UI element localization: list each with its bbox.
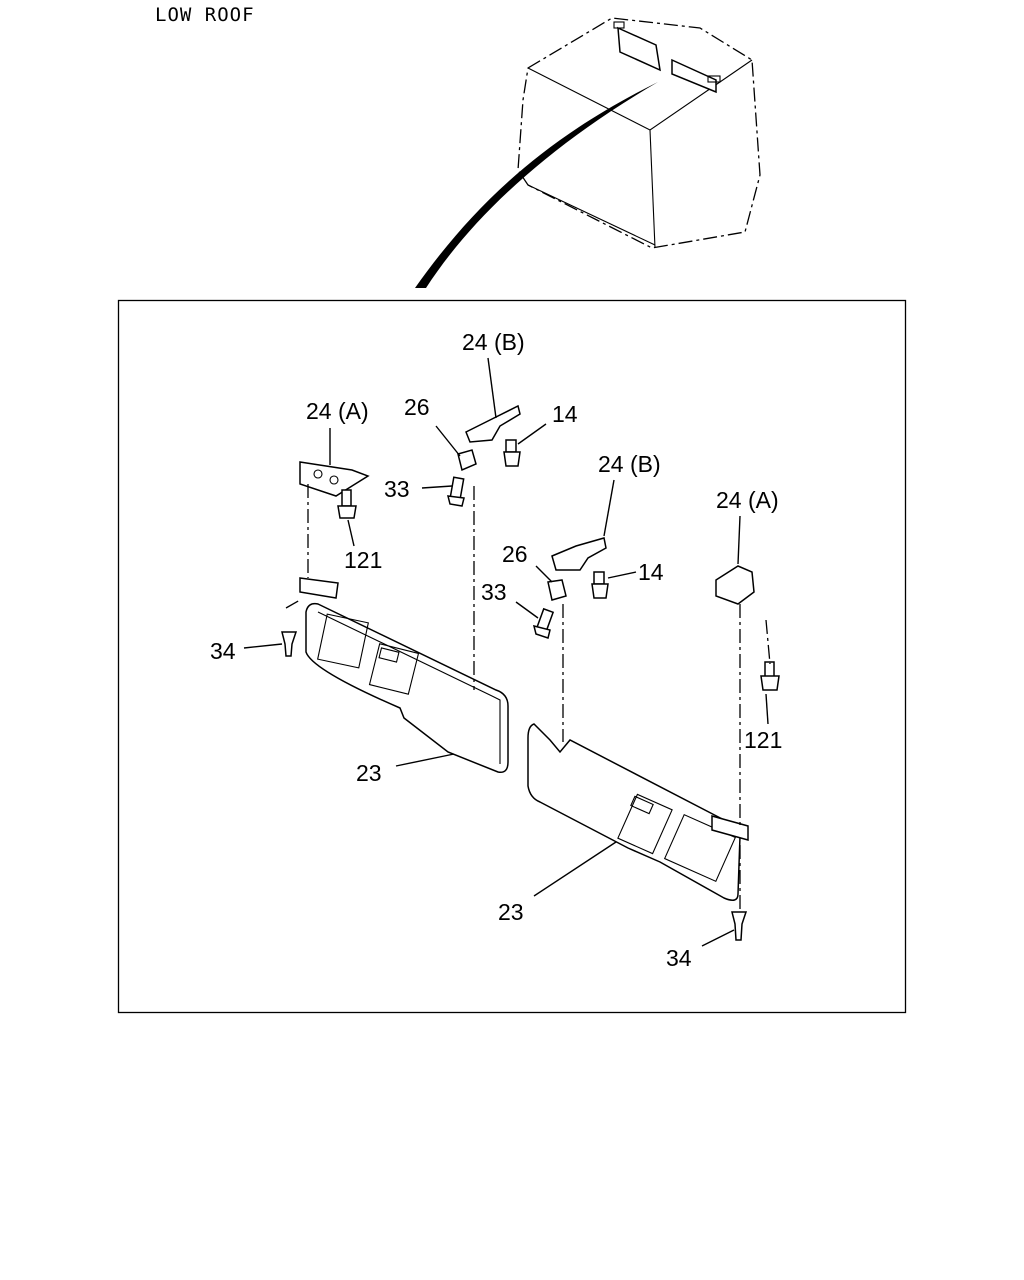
callout-33-upper: 33: [384, 476, 410, 502]
bracket-left-lower: [299, 577, 339, 599]
callout-24a-left: 24 (A): [306, 398, 369, 424]
bracket-24b-lower: [551, 537, 607, 571]
visor-right: [527, 723, 741, 901]
leader-lines: [243, 357, 769, 947]
callout-24b-upper: 24 (B): [462, 329, 525, 355]
callout-labels: 24 (B) 24 (A) 26 14 33 121 24 (B) 24 (A)…: [210, 329, 782, 971]
assembly-lines: [285, 484, 771, 912]
callout-26-upper: 26: [404, 394, 430, 420]
callout-14-upper: 14: [552, 401, 578, 427]
bracket-24a-left: [299, 461, 370, 497]
fasteners: [281, 439, 780, 941]
bracket-right-lower: [711, 815, 749, 841]
callout-23-right: 23: [498, 899, 524, 925]
callout-24b-lower: 24 (B): [598, 451, 661, 477]
visor-left: [305, 602, 509, 774]
callout-33-lower: 33: [481, 579, 507, 605]
bracket-24a-right: [715, 565, 755, 605]
callout-14-lower: 14: [638, 559, 664, 585]
diagram-caption: LOW ROOF: [155, 4, 255, 26]
callout-34-right: 34: [666, 945, 692, 971]
cab-overview: [415, 17, 761, 288]
callout-24a-right: 24 (A): [716, 487, 779, 513]
callout-121-left: 121: [344, 547, 382, 573]
bracket-24b-upper: [465, 404, 521, 443]
detail-frame: [117, 299, 907, 1014]
callout-121-right: 121: [744, 727, 782, 753]
callout-23-left: 23: [356, 760, 382, 786]
callout-26-lower: 26: [502, 541, 528, 567]
callout-34-left: 34: [210, 638, 236, 664]
